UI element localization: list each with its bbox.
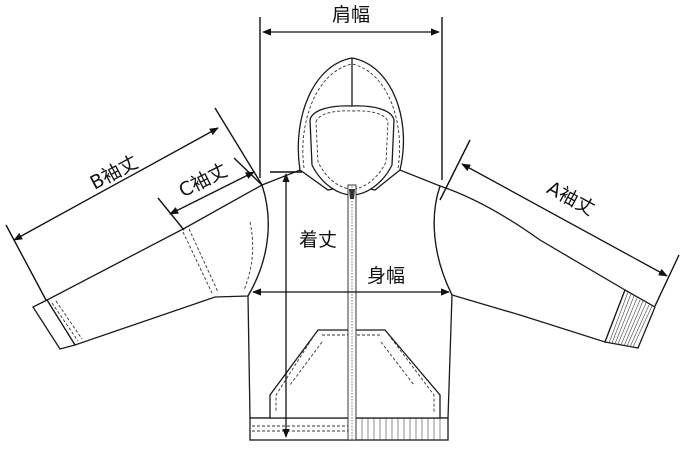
right-cuff-ribbing bbox=[604, 289, 656, 349]
sleeve-c-label: C袖丈 bbox=[175, 159, 231, 202]
hem-ribbing-left bbox=[249, 417, 351, 441]
sleeve-b-label: B袖丈 bbox=[86, 151, 141, 194]
sleeve-c-dimension bbox=[157, 157, 263, 231]
zipper bbox=[347, 184, 357, 441]
length-label: 着丈 bbox=[299, 229, 337, 251]
sleeve-a-dimension bbox=[439, 139, 680, 307]
hood-opening bbox=[309, 105, 395, 196]
length-dimension bbox=[270, 171, 302, 438]
hood bbox=[297, 57, 404, 196]
hem-ribbing-right bbox=[349, 417, 449, 441]
left-cuff bbox=[32, 299, 77, 350]
sleeve-a-label: A袖丈 bbox=[543, 177, 598, 220]
right-sleeve bbox=[433, 185, 656, 349]
body-width-label: 身幅 bbox=[367, 265, 405, 287]
shoulder-width-dimension bbox=[259, 0, 443, 180]
shoulder-width-label: 肩幅 bbox=[332, 4, 370, 26]
